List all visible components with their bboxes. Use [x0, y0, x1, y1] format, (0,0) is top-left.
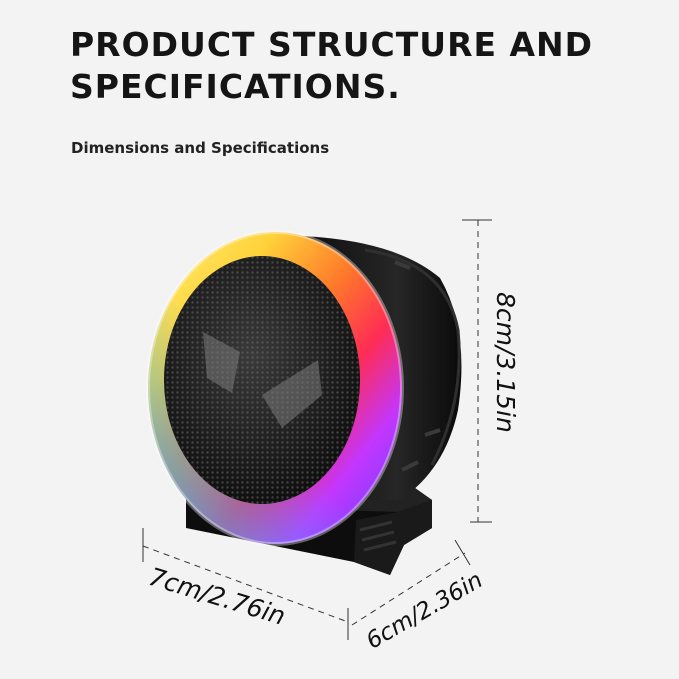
speaker-grill [164, 256, 360, 504]
height-dimension-label: 8cm/3.15in [491, 292, 520, 433]
page-title: PRODUCT STRUCTURE AND SPECIFICATIONS. [70, 25, 594, 106]
dimension-lines [142, 219, 492, 640]
page-subtitle: Dimensions and Specifications [71, 139, 330, 157]
